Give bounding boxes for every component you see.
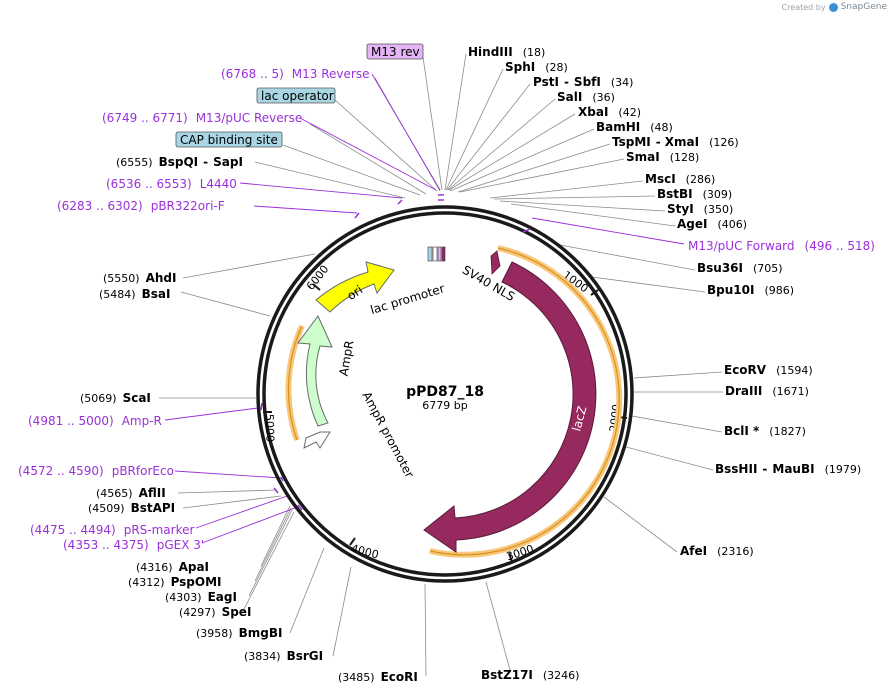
label-psti-sbfi: PstI-SbfI(34): [533, 75, 633, 89]
m13-rev-mark: [437, 246, 442, 262]
primer-marks: [260, 194, 531, 511]
label-xbai: XbaI(42): [578, 105, 641, 119]
boxed-labels: M13 rev lac operator CAP binding site: [175, 43, 424, 148]
label-ecorv: EcoRV(1594): [724, 363, 813, 377]
label-amp-r: (4981 .. 5000)Amp-R: [28, 414, 162, 428]
label-bspqi-sapi: (6555)BspQI-SapI: [116, 155, 243, 169]
label-pspomi: (4312)PspOMI: [128, 575, 222, 589]
label-ecori: (3485)EcoRI: [338, 670, 418, 684]
label-bpu10i: Bpu10I(986): [707, 283, 794, 297]
lac-promoter-mark: [432, 246, 438, 262]
label-m13-puc-forward: M13/pUC Forward(496 .. 518): [688, 239, 875, 253]
label-pbrforeco: (4572 .. 4590)pBRforEco: [18, 464, 174, 478]
credit-text: Created by: [781, 2, 826, 12]
plasmid-name: pPD87_18: [406, 384, 484, 400]
left-labels: (6768 .. 5)M13 Reverse (6749 .. 6771)M13…: [18, 67, 418, 684]
backbone-outer-strand: [256, 205, 634, 583]
label-bsrgi: (3834)BsrGI: [244, 649, 323, 663]
label-spei: (4297)SpeI: [179, 605, 251, 619]
label-apai: (4316)ApaI: [136, 560, 209, 574]
lacz-start-mark: [441, 246, 446, 262]
snapgene-logo-icon: [828, 2, 838, 12]
label-aflii: (4565)AflII: [96, 486, 166, 500]
label-styi: StyI(350): [667, 202, 733, 216]
label-l4440: (6536 .. 6553)L4440: [106, 177, 237, 191]
feature-highlights: [285, 245, 623, 558]
label-sali: SalI(36): [557, 90, 615, 104]
label-bstz17i: BstZ17I(3246): [481, 668, 579, 682]
label-bsshii-maubi: BssHII-MauBI(1979): [715, 462, 861, 476]
ampR-promoter-label: AmpR promoter: [360, 389, 417, 480]
primer-leader-lines: [164, 73, 685, 544]
credit-brand: SnapGene: [840, 2, 887, 12]
ampR-promoter-arrow[interactable]: [303, 431, 331, 449]
ori-feature-arrow[interactable]: [315, 261, 395, 313]
label-m13-reverse: (6768 .. 5)M13 Reverse: [221, 67, 369, 81]
cap-binding-site-box-label: CAP binding site: [180, 133, 278, 147]
label-pbr322ori-f: (6283 .. 6302)pBR322ori-F: [57, 199, 225, 213]
label-bstapi: (4509)BstAPI: [88, 501, 175, 515]
label-bsai: (5484)BsaI: [99, 287, 170, 301]
label-bsu36i: Bsu36I(705): [697, 261, 783, 275]
cap-site-mark: [427, 246, 433, 262]
label-eagi: (4303)EagI: [165, 590, 237, 604]
label-ahdi: (5550)AhdI: [103, 271, 176, 285]
label-scai: (5069)ScaI: [80, 391, 151, 405]
label-tspmi-xmai: TspMI-XmaI(126): [612, 135, 739, 149]
label-sphi: SphI(28): [505, 60, 568, 74]
label-draiii: DraIII(1671): [725, 384, 809, 398]
label-prs-marker: (4475 .. 4494)pRS-marker: [30, 523, 194, 537]
label-bmgbi: (3958)BmgBI: [196, 626, 282, 640]
label-pgex-3: (4353 .. 4375)pGEX 3': [63, 538, 204, 552]
cap-binding-site-box: [175, 131, 283, 148]
label-msci: MscI(286): [645, 172, 715, 186]
sv40-nls-feature[interactable]: [490, 250, 501, 275]
lacZ-label: lacZ: [569, 405, 589, 433]
right-labels: HindIII(18) SphI(28) PstI-SbfI(34) SalI(…: [468, 45, 875, 682]
ampR-label: AmpR: [336, 339, 356, 377]
label-bamhi: BamHI(48): [596, 120, 673, 134]
lacZ-feature-arrow[interactable]: [423, 261, 597, 553]
label-m13-puc-reverse: (6749 .. 6771)M13/pUC Reverse: [102, 111, 302, 125]
backbone-inner-strand: [262, 211, 628, 577]
label-smai: SmaI(128): [626, 150, 699, 164]
snapgene-credit: Created by SnapGene: [782, 2, 887, 12]
plasmid-length: 6779 bp: [422, 399, 467, 412]
label-hindiii: HindIII(18): [468, 45, 545, 59]
label-bstbi: BstBI(309): [657, 187, 732, 201]
lac-operator-box-label: lac operator: [261, 89, 334, 103]
tick-label-5000: 5000: [263, 414, 277, 442]
label-bcli: BclI *(1827): [724, 424, 806, 438]
label-afei: AfeI(2316): [680, 544, 754, 558]
m13-rev-box-label: M13 rev: [371, 45, 420, 59]
lac-operator-box: [256, 87, 336, 104]
label-agei: AgeI(406): [677, 217, 747, 231]
ampR-feature-arrow[interactable]: [297, 315, 333, 427]
position-ticks: [263, 283, 628, 563]
m13-rev-box: [366, 43, 424, 60]
